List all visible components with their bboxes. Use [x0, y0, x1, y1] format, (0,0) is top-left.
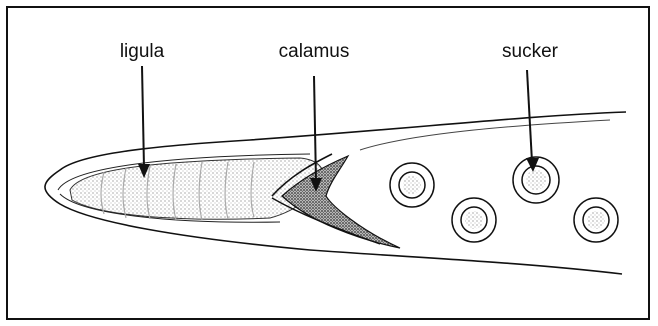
sucker-arrowhead [526, 158, 539, 172]
sucker-4 [574, 198, 618, 242]
arm-inner-contour [360, 120, 610, 150]
suckers [390, 157, 618, 242]
sucker-arrow [527, 70, 532, 162]
ligula [58, 154, 323, 222]
sucker-3 [452, 198, 496, 242]
ligula-label: ligula [120, 41, 165, 62]
sucker-1 [390, 163, 434, 207]
sucker-label: sucker [502, 41, 559, 62]
calamus-label: calamus [279, 41, 350, 62]
ligula-arrow [142, 66, 144, 168]
